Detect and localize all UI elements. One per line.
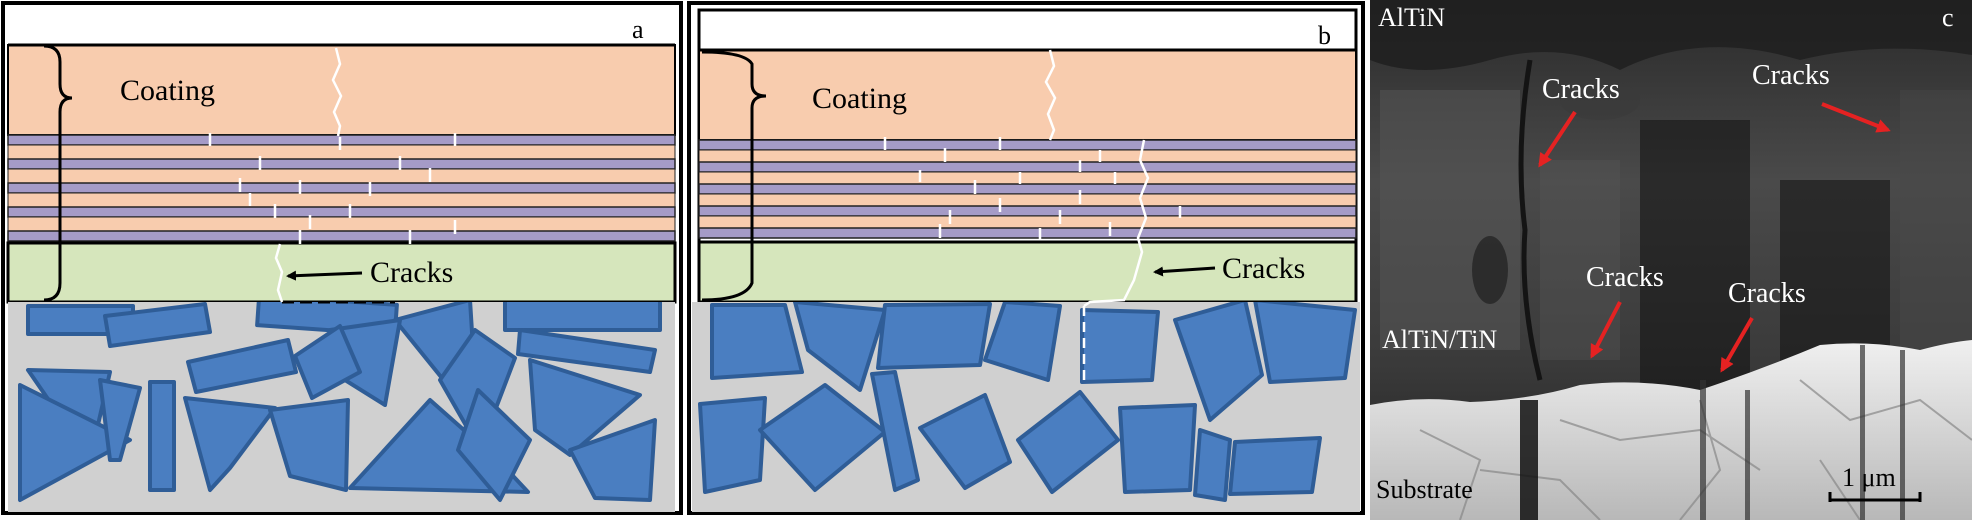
altin-tin-label: AlTiN/TiN — [1382, 325, 1497, 354]
substrate-grain-boundaries — [1419, 379, 1972, 520]
crack-annotation: Cracks — [1752, 60, 1830, 91]
cracks-arrow — [286, 270, 363, 281]
coating-label: Coating — [120, 74, 215, 107]
red-arrow — [1720, 317, 1754, 373]
scale-label: 1 μm — [1842, 463, 1896, 492]
crack-annotation: Cracks — [1542, 74, 1620, 105]
coating-top-layer — [698, 49, 1357, 141]
red-arrow — [1590, 301, 1622, 359]
multilayer-stripes — [7, 134, 676, 242]
cracks-label: Cracks — [370, 256, 453, 289]
scale-bar: 1 μm — [1828, 463, 1922, 502]
coating-top-layer — [7, 44, 676, 136]
red-arrow — [1538, 110, 1577, 168]
panel-b: Coating Cracks b — [687, 1, 1365, 515]
substrate-label: Substrate — [1376, 475, 1473, 504]
multilayer-stripes — [698, 139, 1357, 239]
substrate-grains — [18, 302, 662, 502]
panel-a: Coating Cracks a — [1, 1, 683, 515]
coating-label: Coating — [812, 82, 907, 115]
panel-letter: b — [1318, 21, 1331, 50]
coating-brace — [43, 44, 73, 302]
cracks-arrow — [1153, 266, 1216, 277]
crack-annotation: Cracks — [1586, 262, 1664, 293]
crack-annotation: Cracks — [1728, 278, 1806, 309]
panel-letter: a — [632, 15, 644, 44]
altin-label: AlTiN — [1378, 3, 1445, 32]
crack-marks — [208, 47, 457, 303]
substrate-grains — [698, 302, 1357, 502]
crack-marks — [883, 49, 1182, 382]
cracks-label: Cracks — [1222, 252, 1305, 285]
coating-brace — [701, 50, 767, 302]
panel-letter: c — [1942, 3, 1954, 32]
red-arrow — [1821, 102, 1891, 133]
panel-c: AlTiN AlTiN/TiN Substrate c Cracks Crack… — [1370, 0, 1972, 520]
